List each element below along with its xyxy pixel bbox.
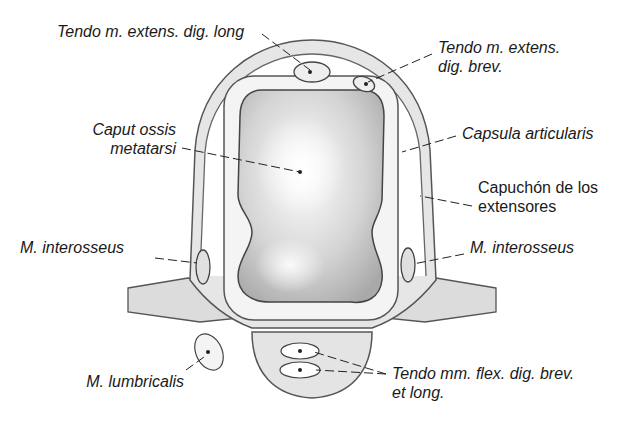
anatomy-label: Tendo m. extens. dig. long [57, 22, 257, 41]
anatomy-label: M. interosseus [20, 238, 152, 257]
anatomy-label: Capsula articularis [462, 124, 632, 143]
bone-highlight [255, 115, 345, 215]
metatarsal-head [238, 90, 384, 302]
anatomy-label: Capuchón de los extensores [478, 178, 628, 216]
anatomy-label: Tendo mm. flex. dig. brev. et long. [392, 364, 592, 402]
anatomy-label: M. lumbricalis [60, 372, 184, 391]
anatomy-label: Tendo m. extens. dig. brev. [438, 38, 588, 76]
interosseus-left [196, 250, 210, 284]
flexor-sheath [252, 332, 372, 398]
joint-capsule [224, 76, 398, 320]
anatomy-label: M. interosseus [470, 238, 620, 257]
leader-lines [155, 34, 472, 374]
flexor-brevis-tendon [281, 343, 319, 359]
skin-outline [190, 40, 436, 328]
extensor-longus-tendon [294, 62, 330, 82]
bone-highlight [255, 237, 325, 293]
lumbricalis-muscle [189, 329, 229, 374]
leader-dots [206, 70, 368, 372]
flexor-longus-tendon [280, 362, 320, 378]
extensor-brevis-tendon [351, 74, 376, 95]
interosseus-right [401, 248, 415, 282]
anatomy-label: Caput ossis metatarsi [30, 120, 176, 158]
